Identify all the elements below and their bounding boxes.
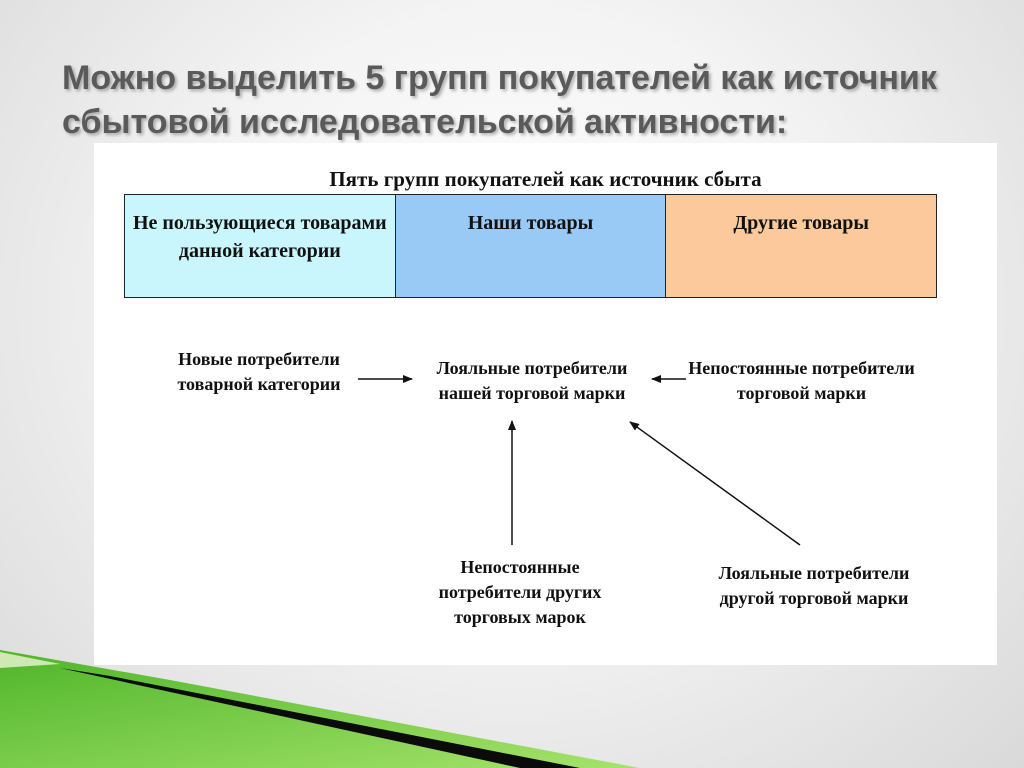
black-stripe — [60, 668, 580, 768]
categories-table: Не пользующиеся товарами данной категори… — [124, 194, 937, 298]
category-nonusers: Не пользующиеся товарами данной категори… — [125, 195, 395, 297]
category-other-products: Другие товары — [665, 195, 937, 297]
arrow-loyal-other-to-loyal — [629, 421, 801, 546]
green-stripe — [0, 650, 640, 768]
thin-light-stripe — [0, 652, 60, 668]
arrows-layer — [358, 375, 801, 546]
node-new-users: Новые потребители товарной категории — [177, 349, 341, 394]
diagram-heading: Пять групп покупателей как источник сбыт… — [329, 167, 762, 191]
node-loyal-other: Лояльные потребители другой торговой мар… — [718, 563, 910, 608]
slide-title: Можно выделить 5 групп покупателей как и… — [62, 59, 937, 141]
node-loyal-ours: Лояльные потребители нашей торговой марк… — [436, 358, 628, 403]
category-our-products: Наши товары — [394, 195, 666, 297]
diagram-panel: Пять групп покупателей как источник сбыт… — [94, 143, 997, 665]
node-switchers-others: Непостоянные потребители других торговых… — [438, 557, 602, 627]
node-switchers-ours: Непостоянные потребители торговой марки — [688, 358, 915, 403]
